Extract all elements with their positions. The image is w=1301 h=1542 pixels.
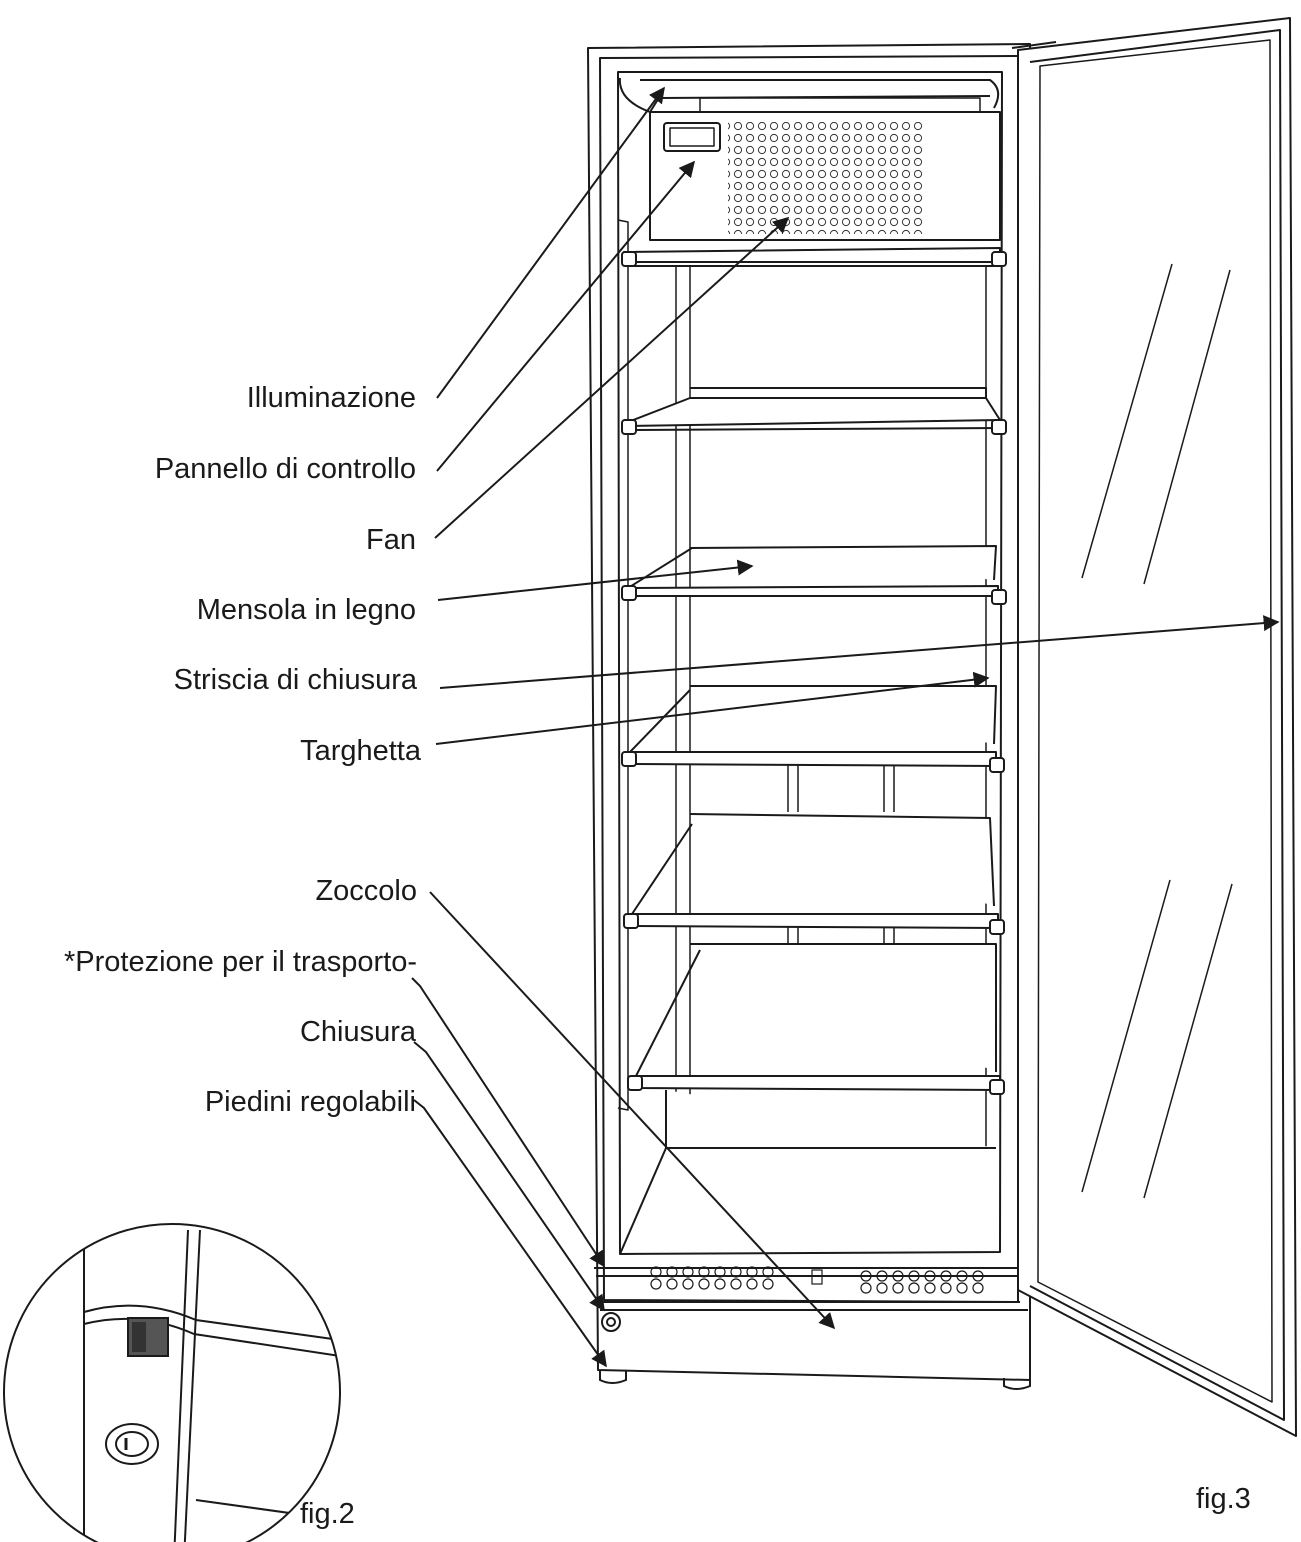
- cabinet: [587, 43, 1031, 1381]
- label-illuminazione: Illuminazione: [246, 382, 416, 414]
- label-chiusura: Chiusura: [299, 1016, 416, 1048]
- arrow-striscia: [439, 615, 1280, 689]
- arrow-fan: [434, 216, 790, 539]
- arrow-pannello: [436, 160, 696, 472]
- shelves: [619, 247, 1007, 1255]
- label-piedini-regolabili: Piedini regolabili: [204, 1086, 416, 1118]
- label-mensola-in-legno: Mensola in legno: [196, 594, 416, 626]
- caption-fig2: fig.2: [300, 1498, 355, 1530]
- label-fan: Fan: [366, 524, 416, 556]
- arrow-illuminazione: [436, 86, 665, 399]
- label-striscia-di-chiusura: Striscia di chiusura: [173, 664, 417, 696]
- fig2-inset: [3, 1223, 341, 1542]
- arrow-protezione: [411, 977, 605, 1268]
- arrow-zoccolo: [429, 891, 836, 1330]
- label-protezione-trasporto: *Protezione per il trasporto-: [64, 946, 417, 978]
- caption-fig3: fig.3: [1196, 1483, 1251, 1515]
- callout-arrows: [411, 86, 1280, 1368]
- arrow-piedini: [413, 1099, 607, 1368]
- label-pannello-di-controllo: Pannello di controllo: [154, 453, 416, 485]
- arrow-targhetta: [435, 671, 990, 745]
- glass-door: [1011, 17, 1297, 1437]
- arrow-mensola: [437, 559, 754, 601]
- arrow-chiusura: [413, 1041, 605, 1312]
- plinth: [594, 1266, 1031, 1390]
- label-targhetta: Targhetta: [300, 735, 421, 767]
- label-zoccolo: Zoccolo: [315, 875, 417, 907]
